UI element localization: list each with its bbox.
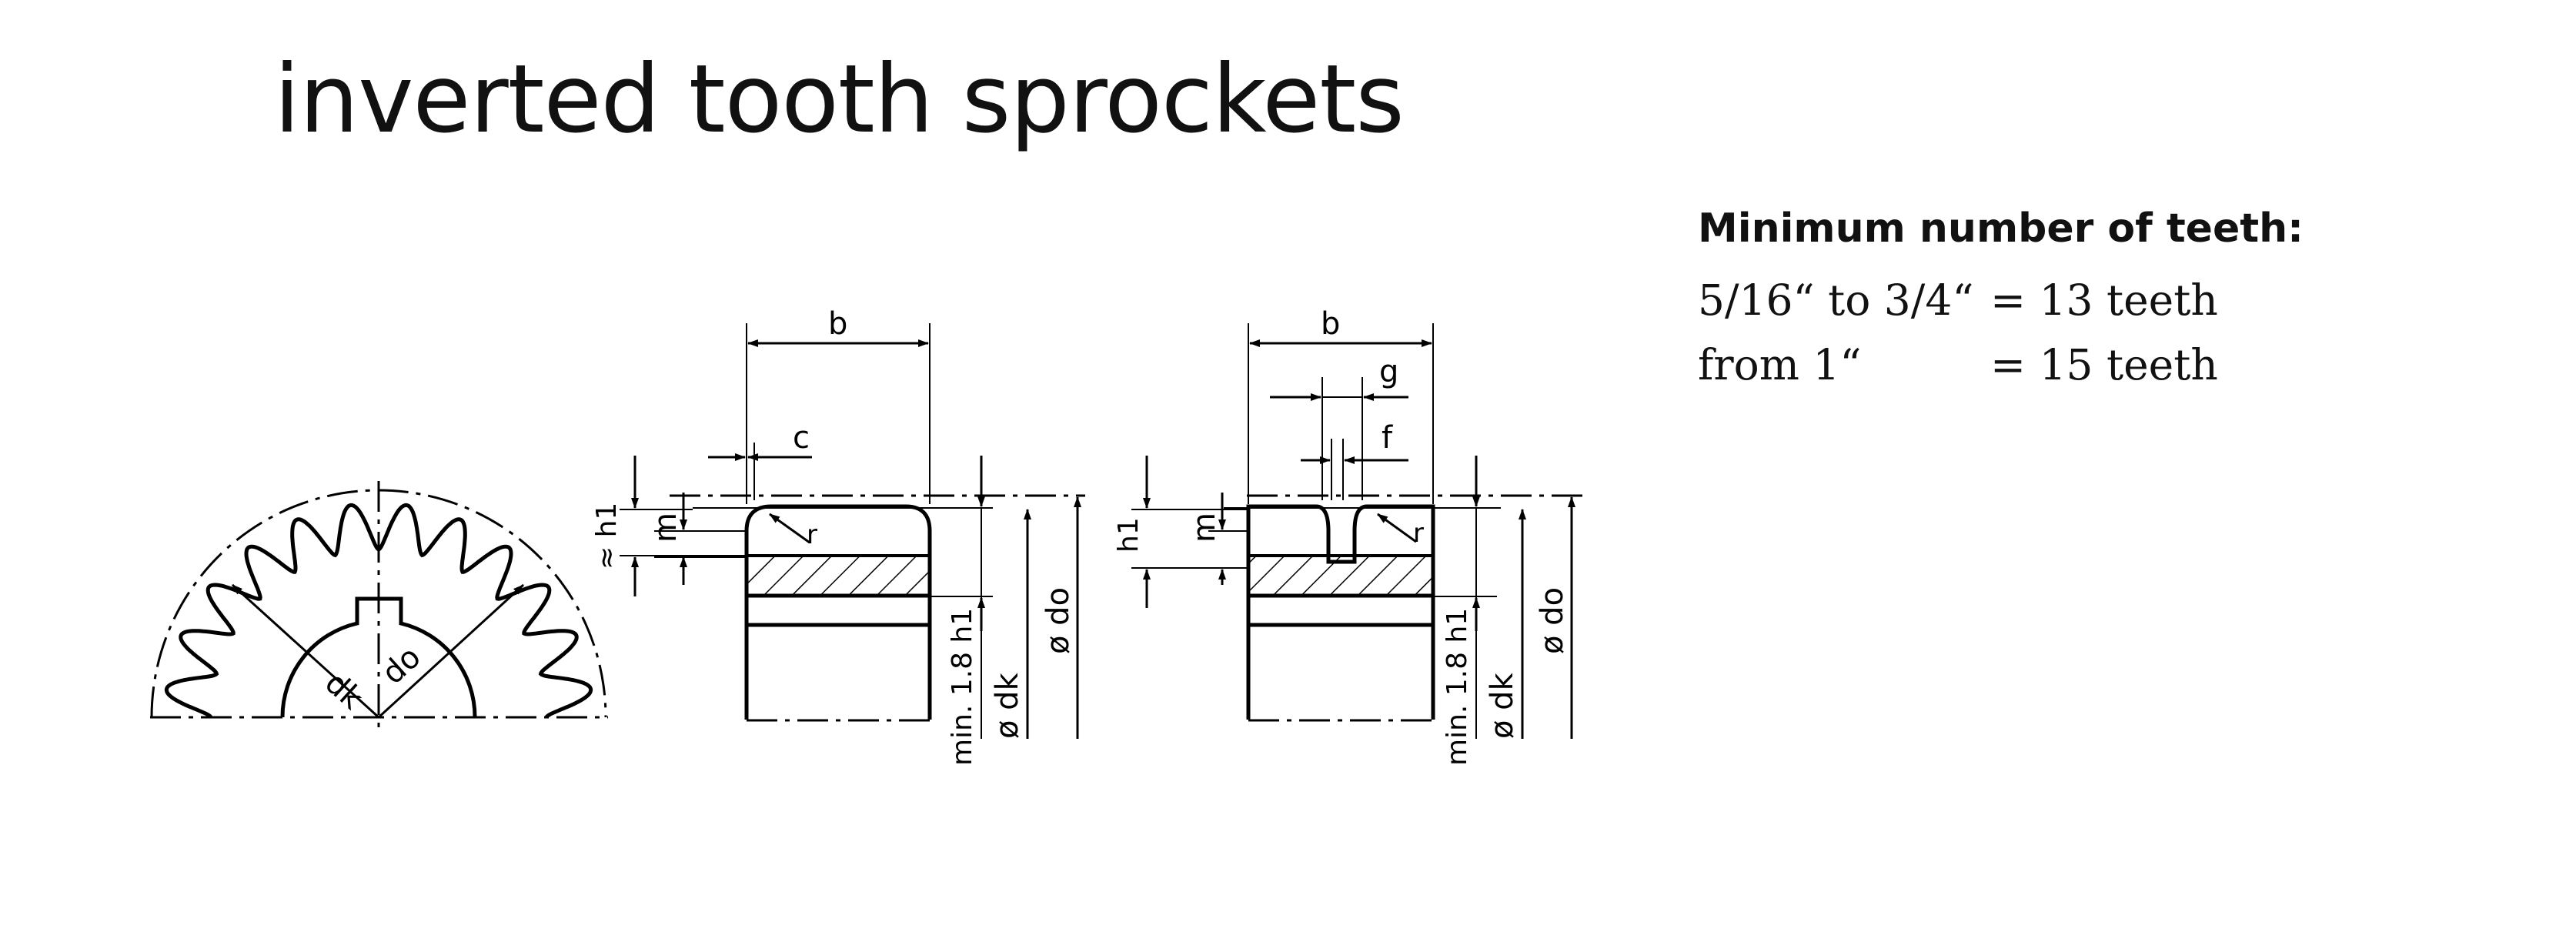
sec2-g-label: g	[1379, 354, 1398, 389]
min-teeth-range: from 1“	[1698, 339, 1862, 389]
sec1-do-label: ø do	[1041, 587, 1076, 654]
sec2-do-label: ø do	[1535, 587, 1570, 654]
sec1-dk-label: ø dk	[990, 672, 1025, 739]
radius-r-2	[1377, 513, 1417, 543]
min-teeth-row: 5/16“ to 3/4“ = 13 teeth	[1698, 268, 2304, 332]
hatched-rim-1	[745, 554, 931, 597]
sec2-h1-label: h1	[1113, 517, 1144, 553]
tooth-profile-2	[1246, 504, 1435, 720]
hatched-rim-2	[1247, 554, 1435, 597]
sec2-b-label: b	[1321, 306, 1340, 342]
min-teeth-panel: Minimum number of teeth: 5/16“ to 3/4“ =…	[1698, 205, 2304, 397]
min-teeth-row: from 1“ = 15 teeth	[1698, 332, 2304, 397]
section-view-1	[620, 323, 1085, 739]
dk-diameter-line	[231, 583, 380, 719]
do-diameter-line	[377, 583, 525, 719]
section-view-2	[1131, 323, 1585, 739]
sec2-f-label: f	[1382, 420, 1393, 456]
sec1-r-label: r	[807, 519, 817, 550]
sec1-b-label: b	[828, 306, 847, 342]
tooth-profile-1	[744, 504, 932, 720]
page-title: inverted tooth sprockets	[274, 45, 1405, 154]
sec1-c-label: c	[793, 420, 810, 456]
sprocket-front-view	[150, 481, 608, 730]
min-teeth-value: = 15 teeth	[1990, 339, 2218, 389]
front-dk-label: dk	[318, 665, 369, 717]
sec2-r-label: r	[1413, 518, 1424, 549]
sec2-dk-label: ø dk	[1485, 672, 1520, 739]
sec1-m-label: m	[648, 513, 683, 543]
sec1-min-label: min. 1.8 h1	[947, 608, 978, 766]
min-teeth-value: = 13 teeth	[1990, 275, 2218, 325]
hub-bore	[280, 596, 477, 718]
sec2-m-label: m	[1187, 513, 1222, 543]
sec2-min-label: min. 1.8 h1	[1442, 608, 1473, 766]
sec1-h1-label: ≈ h1	[591, 503, 623, 570]
min-teeth-heading: Minimum number of teeth:	[1698, 205, 2304, 252]
radius-r-1	[769, 513, 810, 544]
front-do-label: do	[376, 640, 428, 692]
min-teeth-range: 5/16“ to 3/4“	[1698, 275, 1974, 325]
